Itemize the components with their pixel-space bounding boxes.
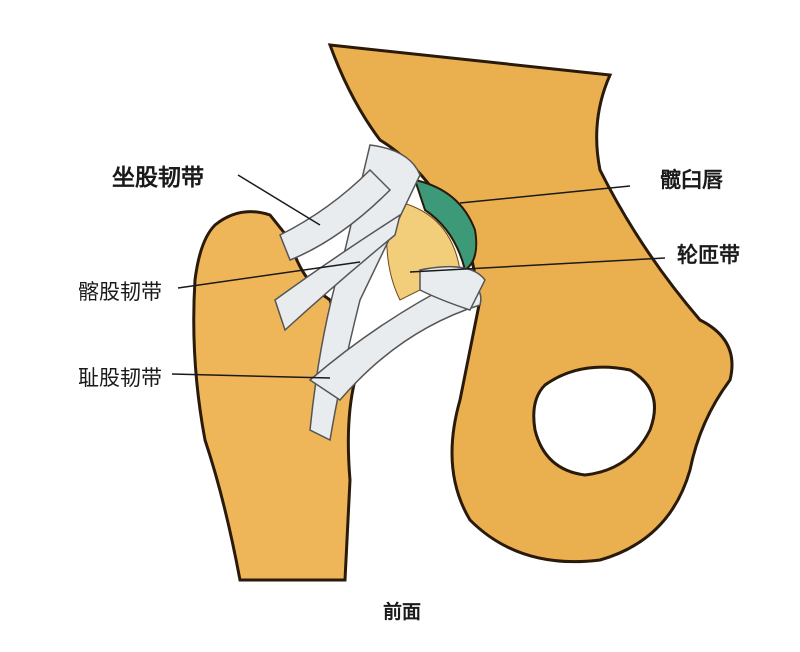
acetabular-labrum — [413, 178, 478, 272]
label-pubofemoral-ligament: 耻股韧带 — [78, 366, 162, 390]
label-zona-orbicularis: 轮匝带 — [677, 243, 740, 267]
hip-bone — [327, 43, 734, 564]
label-acetabular-labrum: 髋臼唇 — [660, 168, 723, 192]
ligaments — [274, 144, 486, 442]
label-ischiofemoral-ligament: 坐股韧带 — [112, 165, 204, 191]
label-iliofemoral-ligament: 髂股韧带 — [78, 280, 162, 304]
obturator-foramen — [532, 365, 656, 477]
view-caption: 前面 — [383, 601, 422, 623]
leader-lines — [171, 174, 666, 379]
